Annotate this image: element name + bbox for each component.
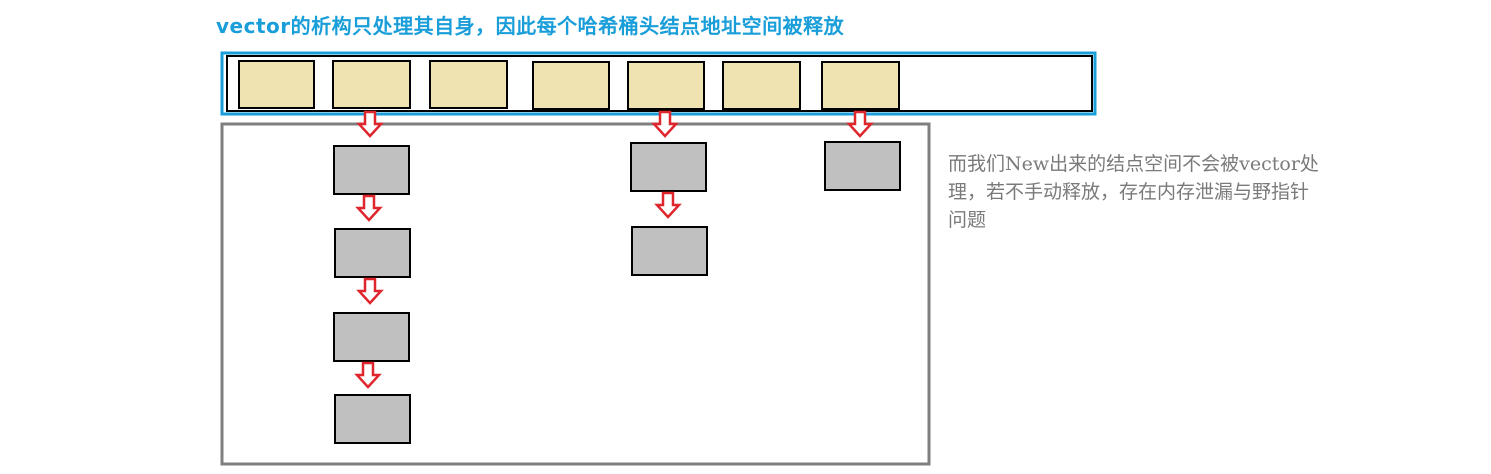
- chain2-node-3: [333, 312, 410, 362]
- vector-outer-border: [220, 51, 1097, 116]
- chain2-node-2: [334, 228, 411, 278]
- arrow-chain2-node3-to-node4: [355, 361, 381, 389]
- arrow-bucket2-to-node1: [357, 110, 383, 138]
- chain5-node-2: [631, 226, 708, 276]
- arrow-chain5-node1-to-node2: [655, 191, 681, 219]
- chain5-node-1: [630, 142, 707, 192]
- bucket-slot-4: [532, 61, 610, 110]
- arrow-bucket5-to-node1: [652, 110, 678, 138]
- bucket-slot-7: [821, 61, 900, 110]
- bucket-slot-1: [238, 60, 315, 109]
- chain7-node-1: [824, 141, 901, 191]
- title-text: vector的析构只处理其自身，因此每个哈希桶头结点地址空间被释放: [216, 14, 845, 38]
- heap-nodes-region: [220, 122, 931, 466]
- chain2-node-4: [334, 394, 411, 444]
- bucket-slot-3: [429, 60, 508, 109]
- bucket-slot-6: [722, 61, 801, 110]
- arrow-chain2-node1-to-node2: [356, 194, 382, 222]
- arrow-chain2-node2-to-node3: [357, 277, 383, 305]
- chain2-node-1: [333, 145, 410, 195]
- bucket-slot-2: [332, 60, 411, 109]
- note-text: 而我们New出来的结点空间不会被vector处 理，若不手动释放，存在内存泄漏与…: [948, 153, 1319, 231]
- arrow-bucket7-to-node1: [847, 110, 873, 138]
- bucket-slot-5: [627, 61, 705, 110]
